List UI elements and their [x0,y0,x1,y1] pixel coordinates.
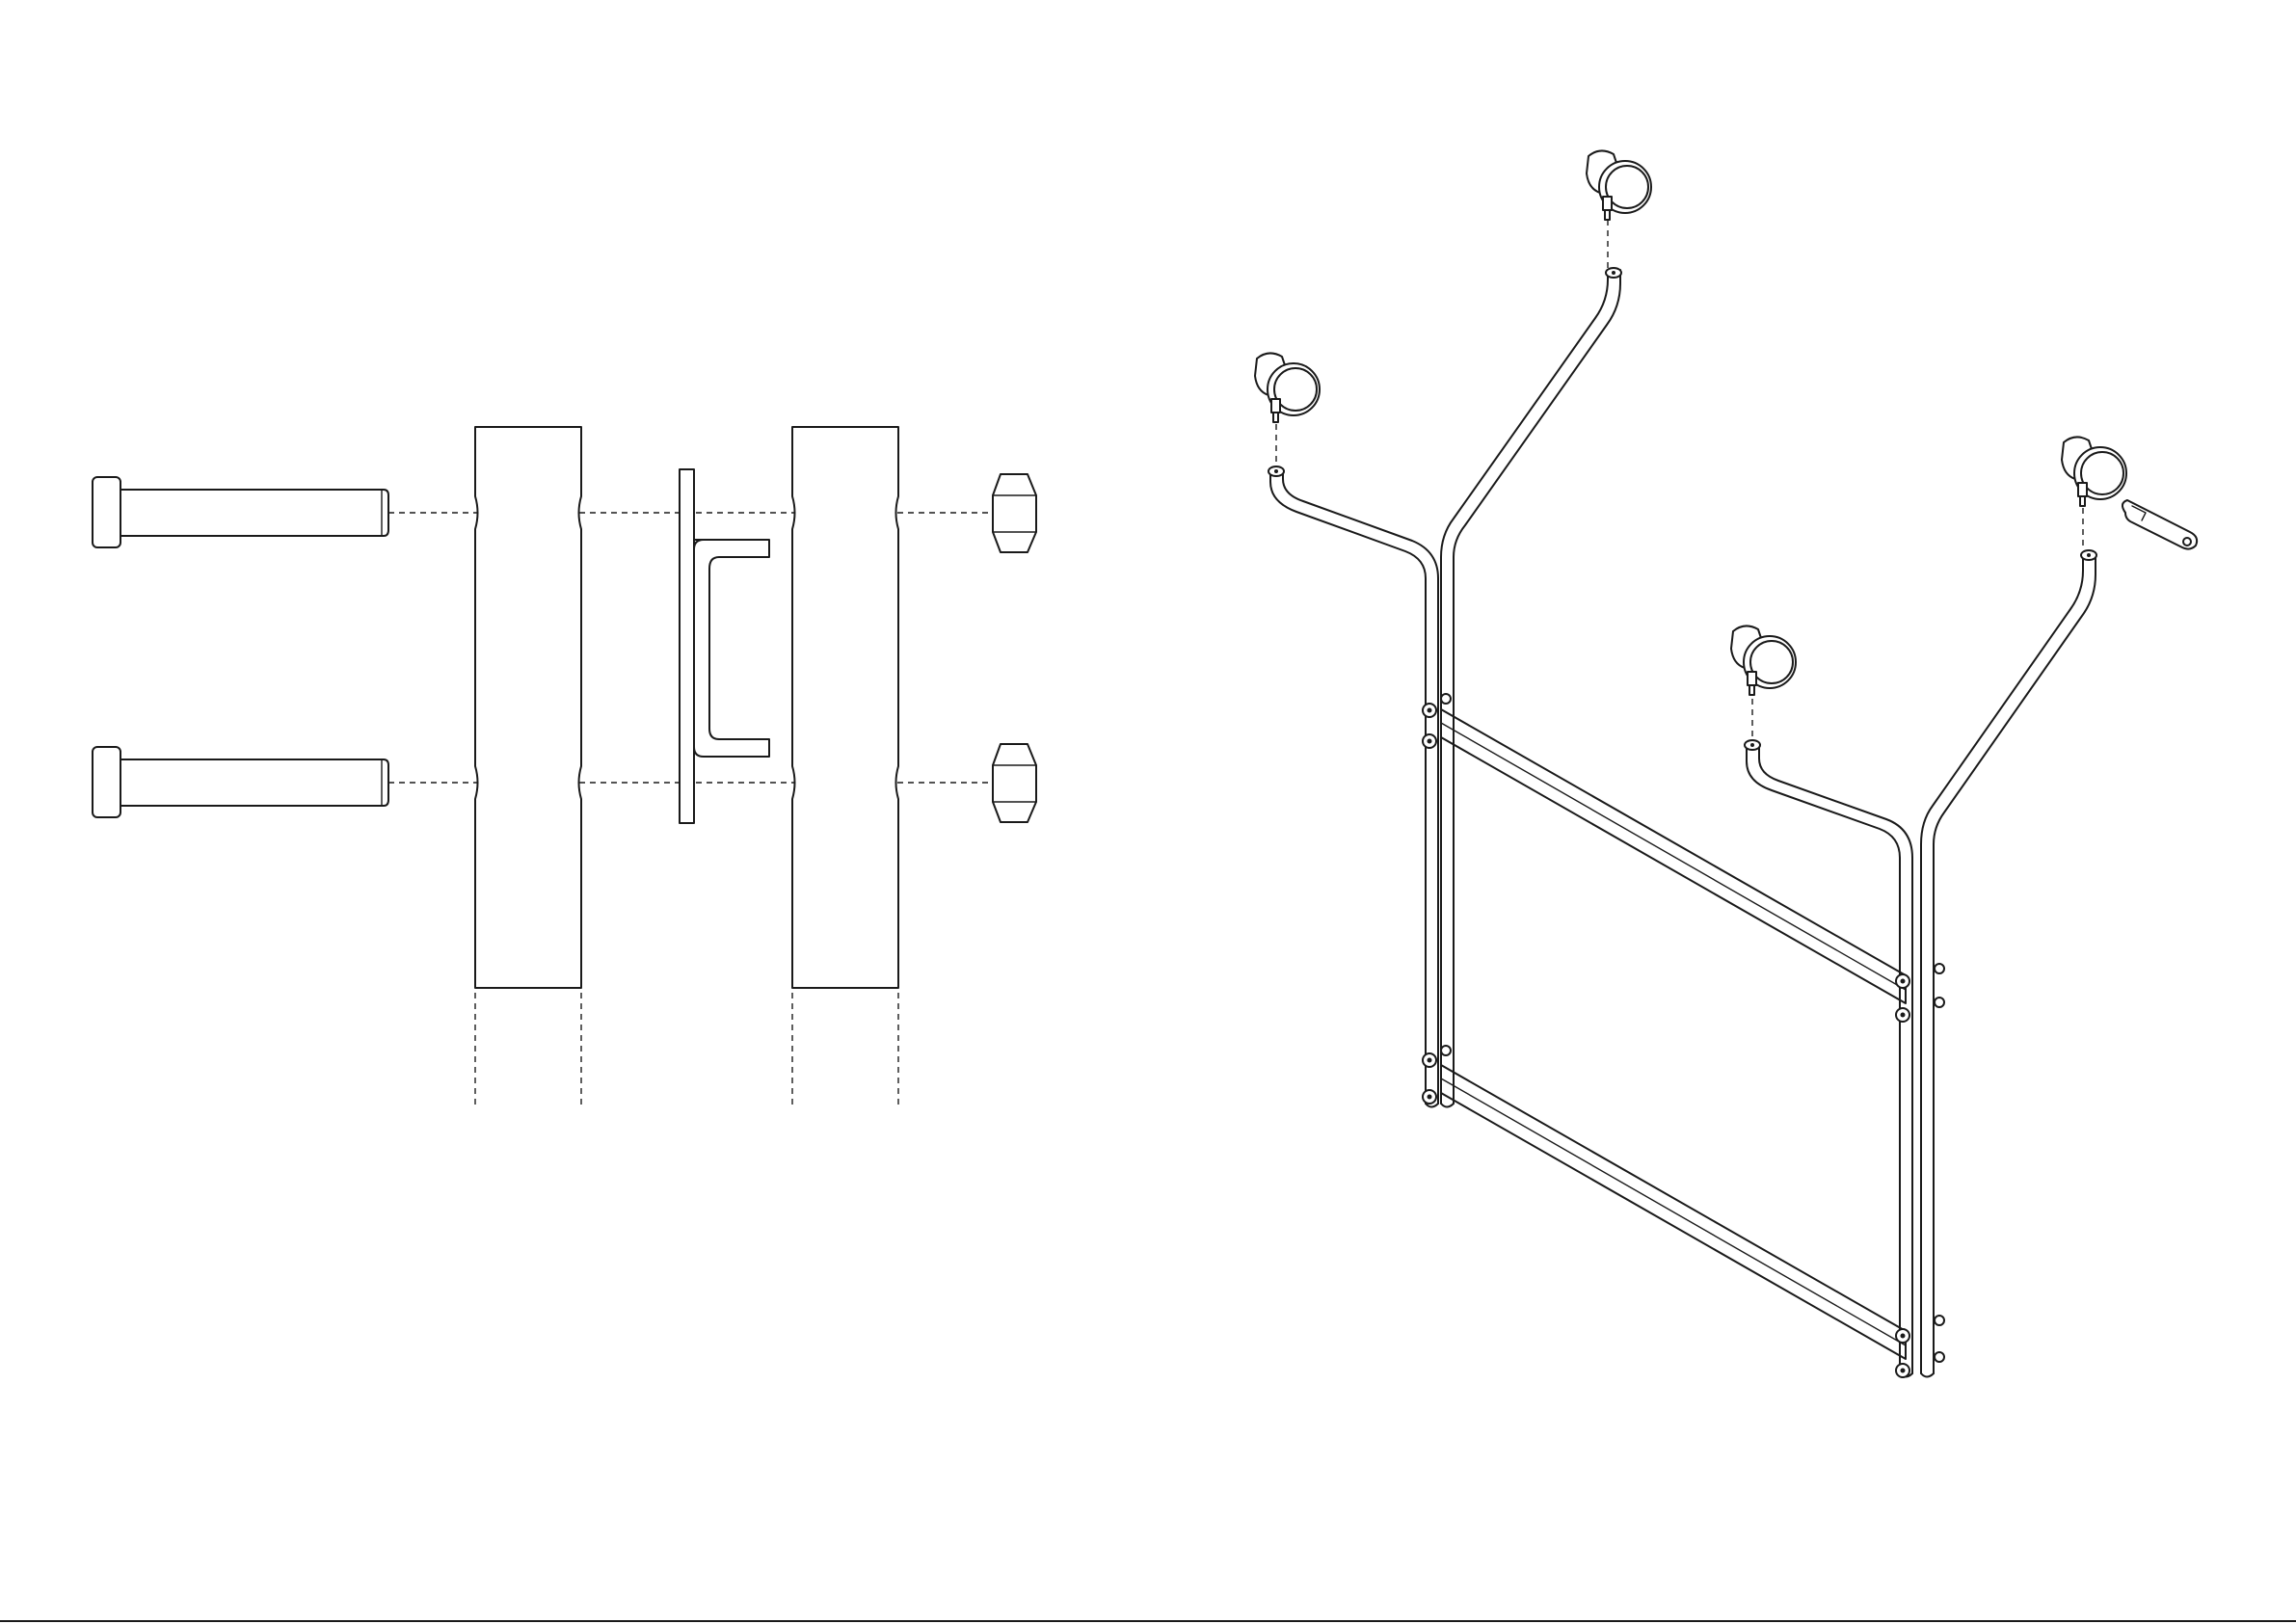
tube-right [792,427,898,1106]
caster-wheel [1255,353,1320,422]
frame-tube [1454,270,1620,1104]
frame-bolts [1423,694,1944,1377]
frame-tube [1934,557,2096,1373]
caster-wheel [1587,150,1651,220]
bolt-bottom [93,747,388,817]
caster-wheel [1731,626,1796,695]
caster-wheel [2062,437,2126,506]
frame-exploded [1255,150,2197,1377]
frame-tube [1283,471,1438,1104]
tube-left [475,427,581,1106]
bolt-shank [120,490,388,536]
wrench-icon [2122,500,2197,549]
crossbar-bottom [1441,1065,1906,1359]
bolt-top [93,477,388,547]
frame-tube [1441,270,1608,1104]
joint-detail [93,427,1036,1106]
frame-tube [1270,471,1426,1104]
bolt-shank [120,759,388,806]
bracket-plate [680,469,769,823]
frame-tube [1921,557,2083,1373]
bolt-head [93,747,120,817]
nut-bottom [993,744,1036,822]
crossbar-top [1441,709,1906,1003]
nut-top [993,474,1036,552]
bolt-head [93,477,120,547]
